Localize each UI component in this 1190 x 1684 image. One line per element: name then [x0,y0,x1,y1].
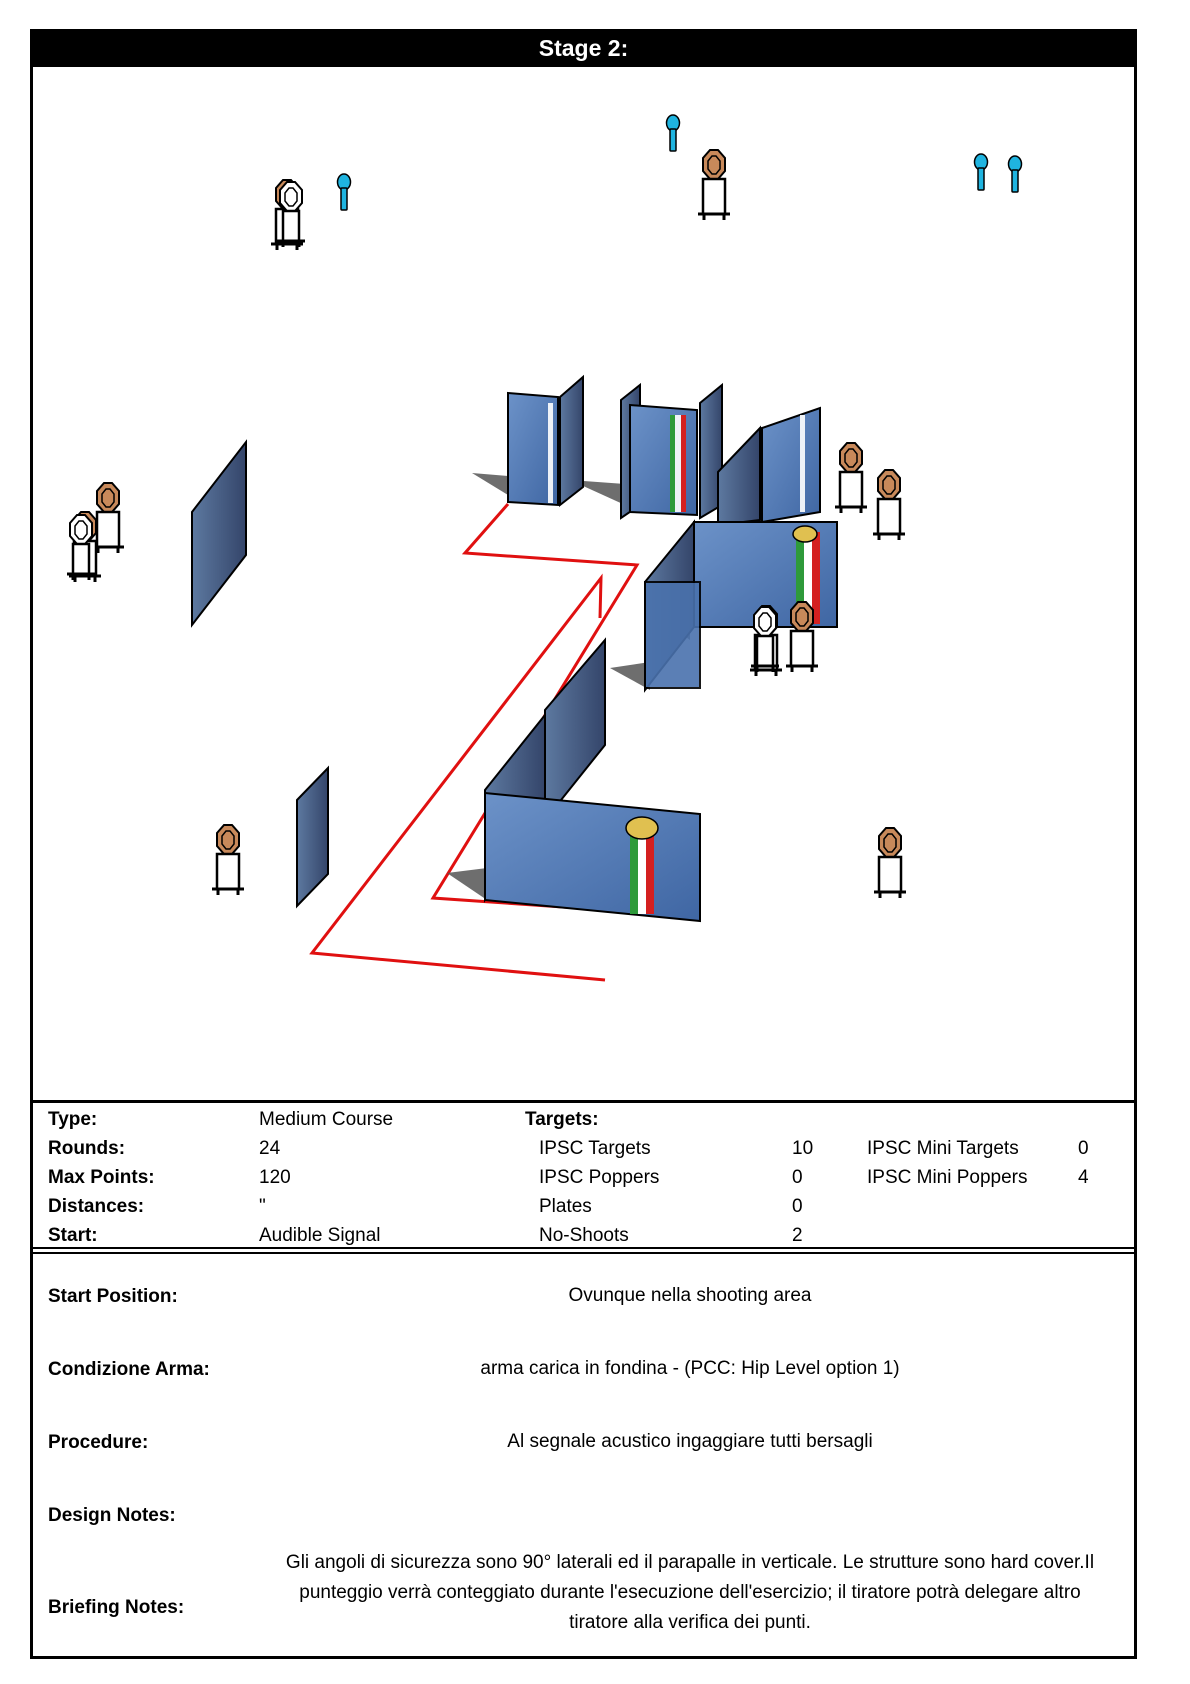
briefing-section: Start Position: Ovunque nella shooting a… [30,1253,1137,1653]
type-value: Medium Course [259,1109,393,1131]
type-label: Type: [48,1109,97,1131]
ipsc-target [835,443,867,513]
maxpoints-label: Max Points: [48,1167,155,1189]
mini-targets-label: IPSC Mini Targets [867,1138,1019,1160]
noshoots-label: No-Shoots [539,1225,629,1247]
design-notes-label: Design Notes: [48,1505,176,1527]
start-value: Audible Signal [259,1225,380,1247]
mini-popper [667,115,680,151]
wall-lower-front [485,793,700,921]
wall-back-left [508,377,583,505]
mini-poppers-label: IPSC Mini Poppers [867,1167,1028,1189]
briefing-notes-label: Briefing Notes: [48,1597,184,1619]
plates-value: 0 [792,1196,803,1218]
ipsc-targets-value: 10 [792,1138,813,1160]
noshoots-value: 2 [792,1225,803,1247]
maxpoints-value: 120 [259,1167,291,1189]
procedure-label: Procedure: [48,1432,148,1454]
stage-title: Stage 2: [30,29,1137,67]
ipsc-poppers-label: IPSC Poppers [539,1167,659,1189]
divider-mid-a [30,1247,1137,1249]
mini-targets-value: 0 [1078,1138,1089,1160]
ipsc-target [874,828,906,898]
wall-back-mid [621,385,722,518]
mini-poppers-value: 4 [1078,1167,1089,1189]
wall-back-right [718,408,820,525]
ipsc-target [873,470,905,540]
ipsc-target [698,150,730,220]
ipsc-target [212,825,244,895]
distances-label: Distances: [48,1196,144,1218]
wall-left [192,442,246,625]
start-position-value: Ovunque nella shooting area [270,1281,1110,1311]
plates-label: Plates [539,1196,592,1218]
targets-label: Targets: [525,1109,599,1131]
start-position-label: Start Position: [48,1286,178,1308]
condizione-label: Condizione Arma: [48,1359,210,1381]
mini-popper [338,174,351,210]
stage-diagram [33,67,1134,1100]
wall-bottom-left [297,768,328,906]
briefing-notes-value: Gli angoli di sicurezza sono 90° lateral… [270,1548,1110,1638]
mini-popper [975,154,988,190]
condizione-value: arma carica in fondina - (PCC: Hip Level… [270,1354,1110,1384]
ipsc-poppers-value: 0 [792,1167,803,1189]
procedure-value: Al segnale acustico ingaggiare tutti ber… [270,1427,1110,1457]
mini-popper [1009,156,1022,192]
ipsc-targets-label: IPSC Targets [539,1138,651,1160]
rounds-label: Rounds: [48,1138,125,1160]
stage-info: Type: Medium Course Rounds: 24 Max Point… [30,1100,1137,1250]
start-label: Start: [48,1225,98,1247]
distances-value: " [259,1196,266,1218]
rounds-value: 24 [259,1138,280,1160]
ipsc-target [786,602,818,672]
